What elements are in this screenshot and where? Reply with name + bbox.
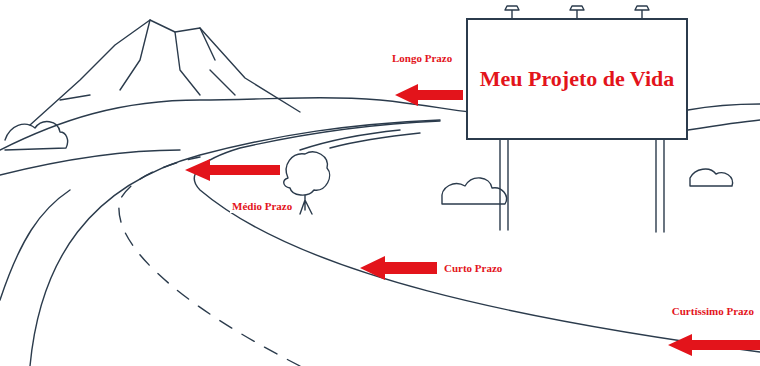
term-label: Curtíssimo Prazo [670,305,756,318]
term-label: Médio Prazo [230,200,294,213]
term-label: Curto Prazo [442,262,504,275]
term-label: Longo Prazo [390,52,454,65]
billboard: Meu Projeto de Vida [466,18,688,140]
billboard-title: Meu Projeto de Vida [480,66,675,92]
